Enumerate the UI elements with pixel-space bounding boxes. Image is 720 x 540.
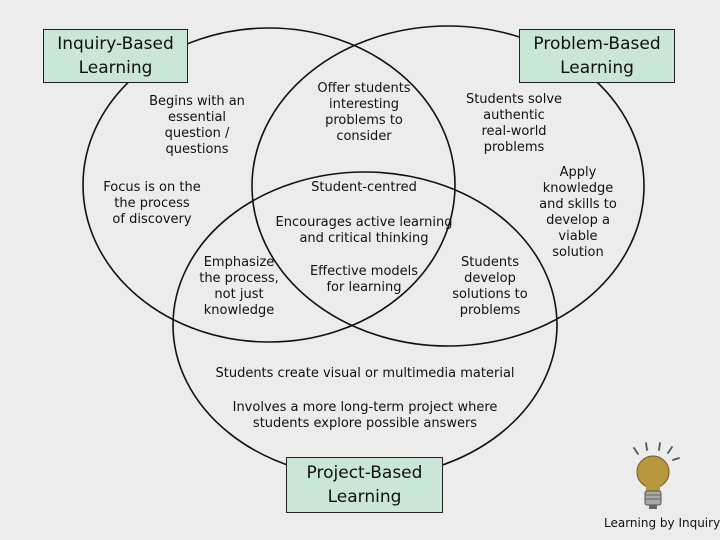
brand-text: Learning by Inquiry	[604, 516, 720, 530]
inquiry-problem-label: Offer students interesting problems to c…	[317, 81, 411, 144]
inquiry-only-label-1: Begins with an essential question / ques…	[149, 94, 245, 157]
center-label-2: Encourages active learning and critical …	[275, 215, 453, 246]
inquiry-only-label-2: Focus is on the the process of discovery	[103, 180, 201, 227]
project-title-box: Project-Based Learning	[286, 457, 443, 513]
project-title: Project-Based Learning	[306, 463, 423, 507]
problem-title-box: Problem-Based Learning	[519, 29, 675, 83]
problem-only-label-1: Students solve authentic real-world prob…	[465, 92, 563, 155]
inquiry-project-label: Emphasize the process, not just knowledg…	[199, 255, 279, 318]
center-label-1: Student-centred	[311, 180, 417, 195]
inquiry-circle	[82, 27, 456, 343]
inquiry-title: Inquiry-Based Learning	[57, 34, 174, 78]
project-only-label-1: Students create visual or multimedia mat…	[215, 366, 515, 381]
lightbulb-icon	[633, 442, 680, 509]
problem-circle	[251, 25, 645, 347]
center-label-3: Effective models for learning	[309, 264, 419, 295]
problem-only-label-2: Apply knowledge and skills to develop a …	[539, 165, 617, 260]
problem-project-label: Students develop solutions to problems	[452, 255, 528, 318]
problem-title: Problem-Based Learning	[533, 34, 661, 78]
inquiry-title-box: Inquiry-Based Learning	[43, 29, 188, 83]
project-only-label-2: Involves a more long-term project where …	[232, 400, 498, 431]
